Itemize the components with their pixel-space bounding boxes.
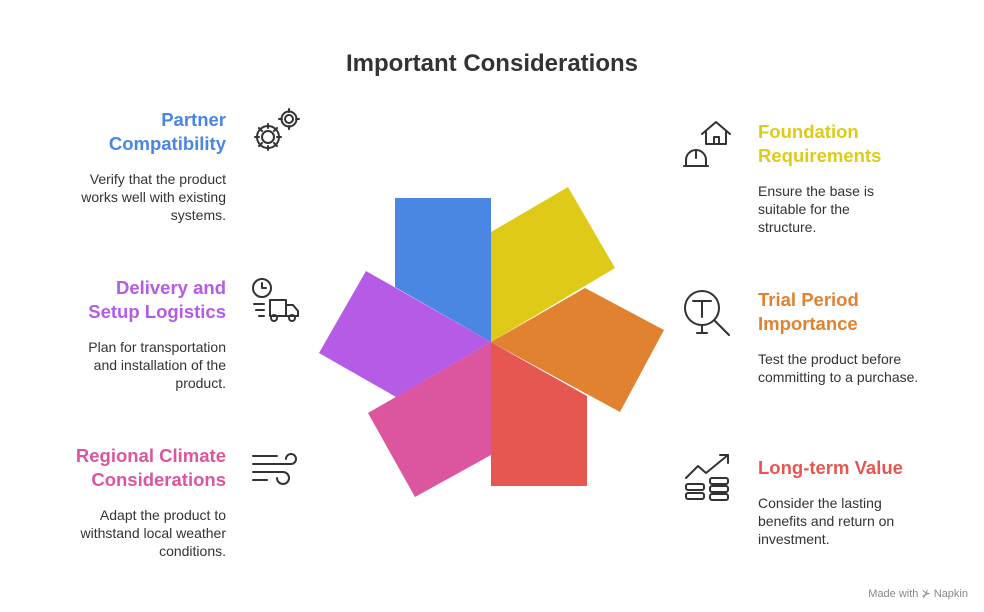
item-description: Plan for transportation and installation… bbox=[88, 339, 226, 391]
item-description: Ensure the base is suitable for the stru… bbox=[758, 183, 874, 235]
gears-icon bbox=[248, 104, 302, 158]
item-title: Long-term Value bbox=[758, 457, 903, 478]
footer-credit: Made with ⊁ Napkin bbox=[868, 588, 968, 600]
item-delivery-setup: Delivery and Setup Logistics Plan for tr… bbox=[26, 276, 226, 392]
item-title: Foundation Requirements bbox=[758, 121, 882, 166]
item-title: Trial Period Importance bbox=[758, 289, 859, 334]
item-regional-climate: Regional Climate Considerations Adapt th… bbox=[26, 444, 226, 560]
item-partner-compatibility: Partner Compatibility Verify that the pr… bbox=[26, 108, 226, 224]
item-description: Consider the lasting benefits and return… bbox=[758, 495, 895, 547]
segment-foundation bbox=[491, 187, 615, 342]
delivery-truck-clock-icon bbox=[250, 274, 304, 328]
diagram-title: Important Considerations bbox=[345, 50, 639, 77]
item-description: Adapt the product to withstand local wea… bbox=[80, 507, 226, 559]
segment-trial bbox=[491, 288, 664, 412]
wind-icon bbox=[250, 442, 304, 496]
considerations-wheel bbox=[319, 187, 664, 497]
item-description: Verify that the product works well with … bbox=[81, 171, 226, 223]
item-title: Partner Compatibility bbox=[108, 109, 226, 154]
item-description: Test the product before committing to a … bbox=[758, 351, 919, 385]
segment-climate bbox=[368, 342, 491, 497]
item-long-term-value: Long-term Value Consider the lasting ben… bbox=[758, 456, 958, 548]
house-hardhat-icon bbox=[678, 118, 732, 172]
item-title: Delivery and Setup Logistics bbox=[88, 277, 226, 322]
segment-delivery bbox=[319, 271, 491, 397]
segment-value bbox=[491, 342, 587, 486]
item-title: Regional Climate Considerations bbox=[75, 445, 226, 490]
growth-coins-icon bbox=[682, 452, 736, 506]
item-foundation-requirements: Foundation Requirements Ensure the base … bbox=[758, 120, 958, 236]
segment-partner bbox=[395, 198, 491, 342]
item-trial-period: Trial Period Importance Test the product… bbox=[758, 288, 958, 386]
magnifier-test-icon bbox=[680, 286, 734, 340]
